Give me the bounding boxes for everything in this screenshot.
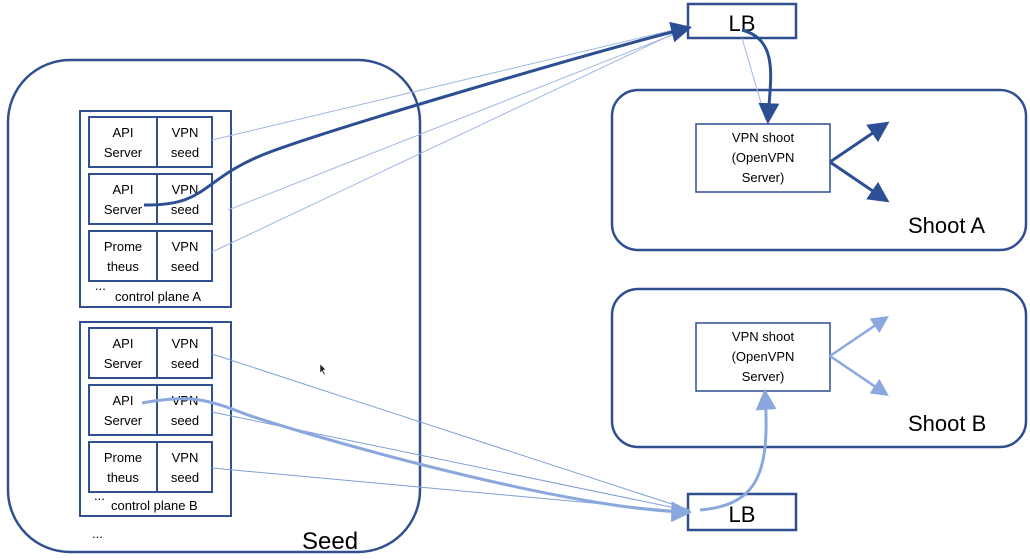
connector-line bbox=[211, 25, 691, 253]
cell-text: Prome bbox=[104, 450, 142, 465]
vpn-seed-box bbox=[156, 173, 213, 225]
cell-text: API bbox=[113, 393, 134, 408]
cell-text: theus bbox=[107, 470, 139, 485]
lb-to-shoot-b-path bbox=[699, 388, 777, 512]
cpa-row-2: API Server VPN seed bbox=[88, 173, 213, 225]
control-plane-b-label: control plane B bbox=[111, 498, 198, 513]
control-plane-b-frame bbox=[79, 321, 232, 517]
vpn-seed-box bbox=[156, 116, 213, 168]
vpn-seed-box bbox=[156, 441, 213, 493]
cell-text: API bbox=[113, 336, 134, 351]
cell-text: API bbox=[113, 182, 134, 197]
outgoing-arrow bbox=[829, 160, 890, 203]
connector-line bbox=[211, 353, 691, 511]
shoot-a-outgoing bbox=[829, 121, 890, 203]
tunnel-path-a bbox=[143, 21, 693, 207]
connector-line bbox=[211, 25, 691, 141]
control-plane-a: API Server VPN seed API Server VPN seed … bbox=[79, 110, 232, 308]
cell-text: VPN bbox=[172, 450, 199, 465]
cell-text: seed bbox=[171, 413, 199, 428]
lb-bottom-label: LB bbox=[729, 502, 756, 527]
vpn-shoot-b-line: VPN shoot bbox=[732, 329, 795, 344]
shoot-a-cluster bbox=[610, 88, 1028, 252]
outgoing-arrow bbox=[829, 354, 889, 396]
cell-text: VPN bbox=[172, 182, 199, 197]
connector-line bbox=[227, 27, 691, 211]
cpa-ellipsis: ... bbox=[95, 278, 106, 293]
cell-text: seed bbox=[171, 356, 199, 371]
cpa-thin-connectors bbox=[211, 25, 767, 253]
shoot-b-label: Shoot B bbox=[908, 411, 986, 436]
cpb-thin-connectors bbox=[211, 353, 691, 513]
cell-text: VPN bbox=[172, 393, 199, 408]
cpb-row-3: Prome theus VPN seed bbox=[88, 441, 213, 493]
vpn-shoot-a-line: Server) bbox=[742, 170, 785, 185]
cell-text: theus bbox=[107, 259, 139, 274]
outgoing-arrow bbox=[829, 316, 889, 358]
cpb-row-1: API Server VPN seed bbox=[88, 327, 213, 379]
seed-label: Seed bbox=[302, 528, 358, 555]
vpn-shoot-a-line: (OpenVPN bbox=[732, 150, 795, 165]
vpn-seed-box bbox=[156, 230, 213, 282]
cell-text: seed bbox=[171, 202, 199, 217]
cpb-row-2: API Server VPN seed bbox=[88, 384, 213, 436]
connector-line bbox=[741, 37, 767, 121]
tunnel-path-b bbox=[141, 397, 693, 523]
lb-to-shoot-a-path bbox=[741, 28, 780, 125]
shoot-a-label: Shoot A bbox=[908, 213, 985, 238]
seed-ellipsis: ... bbox=[92, 526, 103, 541]
cpb-ellipsis: ... bbox=[94, 488, 105, 503]
cell-text: VPN bbox=[172, 125, 199, 140]
vpn-shoot-b-line: Server) bbox=[742, 369, 785, 384]
cell-text: seed bbox=[171, 259, 199, 274]
cell-text: Server bbox=[104, 356, 143, 371]
mouse-cursor-icon bbox=[319, 363, 327, 376]
cell-text: VPN bbox=[172, 239, 199, 254]
cell-text: VPN bbox=[172, 336, 199, 351]
seed-cluster bbox=[6, 58, 422, 554]
cpa-row-3: Prome theus VPN seed bbox=[88, 230, 213, 282]
cell-text: API bbox=[113, 125, 134, 140]
vpn-shoot-b-line: (OpenVPN bbox=[732, 349, 795, 364]
control-plane-b: API Server VPN seed API Server VPN seed … bbox=[79, 321, 232, 517]
vpn-seed-box bbox=[156, 384, 213, 436]
shoot-b-cluster bbox=[610, 287, 1028, 449]
vpn-seed-box bbox=[156, 327, 213, 379]
cell-text: Server bbox=[104, 413, 143, 428]
cell-text: Prome bbox=[104, 239, 142, 254]
cell-text: Server bbox=[104, 145, 143, 160]
cell-text: seed bbox=[171, 145, 199, 160]
cell-text: Server bbox=[104, 202, 143, 217]
cpa-row-1: API Server VPN seed bbox=[88, 116, 213, 168]
outgoing-arrow bbox=[829, 121, 890, 164]
shoot-b-outgoing bbox=[829, 316, 889, 396]
control-plane-a-label: control plane A bbox=[115, 289, 201, 304]
vpn-shoot-a-line: VPN shoot bbox=[732, 130, 795, 145]
cell-text: seed bbox=[171, 470, 199, 485]
